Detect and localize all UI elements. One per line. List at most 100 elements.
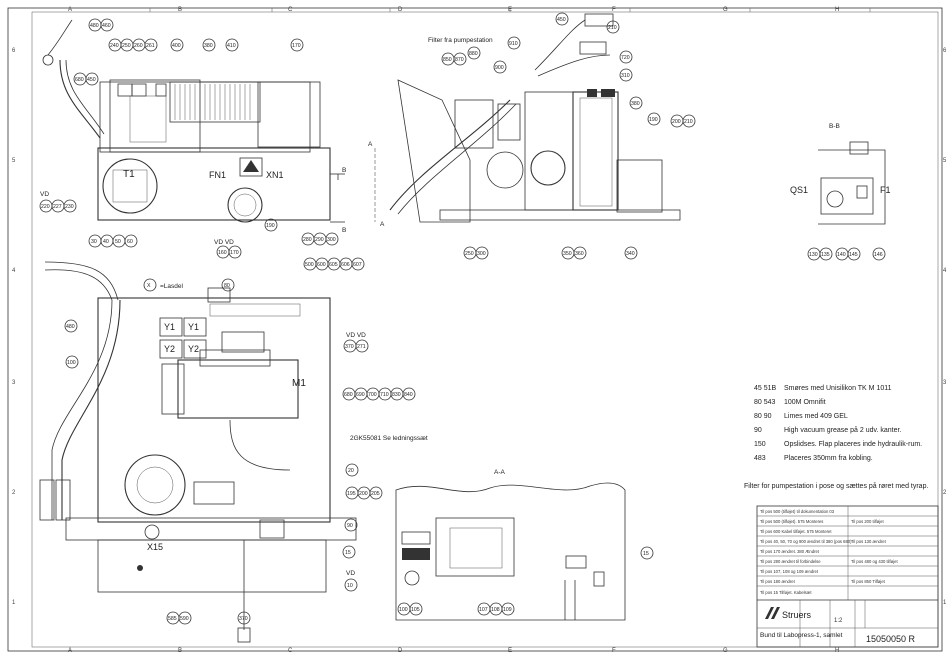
svg-text:280: 280 — [303, 237, 312, 243]
svg-text:910: 910 — [509, 41, 518, 47]
component-label-t1: T1 — [123, 169, 135, 180]
callout: 400 — [170, 38, 184, 52]
callout: 261 — [144, 38, 158, 52]
svg-text:10: 10 — [347, 583, 353, 589]
svg-text:590: 590 — [180, 616, 189, 622]
svg-text:15: 15 — [345, 550, 351, 556]
grid-col-label: H — [835, 648, 839, 654]
grid-row-label: 3 — [943, 380, 947, 386]
grid-col-label: F — [612, 7, 616, 13]
callout: 220 — [39, 199, 53, 213]
row-grid: 6 5 4 3 2 1 6 5 4 3 2 1 — [12, 48, 947, 606]
svg-text:109: 109 — [503, 607, 512, 613]
callout: 250 — [463, 246, 477, 260]
svg-text:380: 380 — [204, 43, 213, 49]
component-label-y2: Y2 — [164, 344, 175, 354]
callout: 605 — [327, 257, 341, 271]
callout: 370 — [343, 339, 357, 353]
revision-row: Til pos 130 ændret — [851, 539, 887, 544]
callout: 870 — [453, 52, 467, 66]
drawing-title: Bund til Labopress-1, samlet — [760, 632, 843, 639]
svg-text:600: 600 — [317, 262, 326, 268]
note-row: 483 Placeres 350mm fra kobling. — [754, 455, 873, 462]
callout: 900 — [493, 60, 507, 74]
callout: 130 — [807, 247, 821, 261]
grid-col-label: B — [178, 648, 182, 654]
svg-text:680: 680 — [344, 392, 353, 398]
vd-label: VD — [40, 191, 49, 198]
svg-text:250: 250 — [122, 43, 131, 49]
callout: 135 — [819, 247, 833, 261]
grid-row-label: 2 — [12, 490, 16, 496]
callout: 300 — [325, 232, 339, 246]
svg-text:30: 30 — [91, 239, 97, 245]
svg-text:900: 900 — [495, 65, 504, 71]
revision-row: Til pos 180 ændret — [760, 579, 796, 584]
callout: 230 — [63, 199, 77, 213]
callout: 210 — [606, 20, 620, 34]
callout: 90 — [344, 518, 358, 532]
note-refs: 80 543 — [754, 399, 776, 406]
callout: 450 — [85, 72, 99, 86]
callout: 590 — [178, 611, 192, 625]
callout: 600 — [315, 257, 329, 271]
grid-col-label: D — [398, 648, 403, 654]
note-row: 80 543 100M Omnifit — [754, 399, 826, 406]
callout: 100 — [397, 602, 411, 616]
vd-label: VD — [346, 570, 355, 577]
component-label-f1: F1 — [880, 185, 891, 195]
callout: 607 — [351, 257, 365, 271]
svg-text:480: 480 — [90, 23, 99, 29]
note-refs: 90 — [754, 427, 762, 434]
note-text: Smøres med Unisilikon TK M 1011 — [784, 385, 892, 392]
svg-text:210: 210 — [608, 25, 617, 31]
grid-row-label: 6 — [943, 48, 947, 54]
svg-text:60: 60 — [127, 239, 133, 245]
revision-list: Til pos 500 (tilføjet) til dokumentation… — [757, 509, 938, 595]
callout: 60 — [124, 234, 138, 248]
grid-row-label: 4 — [12, 268, 16, 274]
callout: 15 — [640, 546, 654, 560]
filter-from-pump-label: Filter fra pumpestation — [428, 37, 493, 44]
callout: 240 — [108, 38, 122, 52]
svg-text:606: 606 — [341, 262, 350, 268]
svg-text:680: 680 — [75, 77, 84, 83]
revision-row: Til pos 170 ændret. 380 Ændret — [760, 549, 820, 554]
note-text: 100M Omnifit — [784, 399, 826, 406]
callout: 680 — [342, 387, 356, 401]
callout: 200 — [670, 114, 684, 128]
svg-text:170: 170 — [292, 43, 301, 49]
svg-text:107: 107 — [479, 607, 488, 613]
svg-text:240: 240 — [110, 43, 119, 49]
note-row: 90 High vacuum grease på 2 udv. kanter. — [754, 426, 901, 434]
svg-text:460: 460 — [102, 23, 111, 29]
note-row: 150 Opslidses. Flap placeres inde hydrau… — [754, 441, 922, 448]
svg-text:90: 90 — [347, 523, 353, 529]
svg-text:370: 370 — [239, 616, 248, 622]
svg-text:830: 830 — [392, 392, 401, 398]
callout: 205 — [369, 486, 383, 500]
svg-text:700: 700 — [368, 392, 377, 398]
svg-text:450: 450 — [557, 17, 566, 23]
svg-text:250: 250 — [465, 251, 474, 257]
callout: 850 — [441, 52, 455, 66]
callout: 450 — [555, 12, 569, 26]
svg-text:145: 145 — [849, 252, 858, 258]
component-label-y2: Y2 — [188, 344, 199, 354]
callout: 80 — [221, 278, 235, 292]
svg-text:607: 607 — [353, 262, 362, 268]
svg-text:220: 220 — [41, 204, 50, 210]
wire-kit-label: 2GK55081 Se ledningssæt — [350, 435, 428, 442]
grid-col-label: G — [723, 648, 728, 654]
component-label-x15: X15 — [147, 542, 163, 552]
svg-text:200: 200 — [672, 119, 681, 125]
svg-text:205: 205 — [371, 491, 380, 497]
svg-text:585: 585 — [168, 616, 177, 622]
svg-text:720: 720 — [621, 55, 630, 61]
svg-text:410: 410 — [227, 43, 236, 49]
svg-text:130: 130 — [809, 252, 818, 258]
component-label-fn1: FN1 — [209, 170, 226, 180]
section-marker-a: A — [380, 221, 385, 228]
column-grid: A B C D E F G H A B C D E F G H — [68, 7, 871, 654]
